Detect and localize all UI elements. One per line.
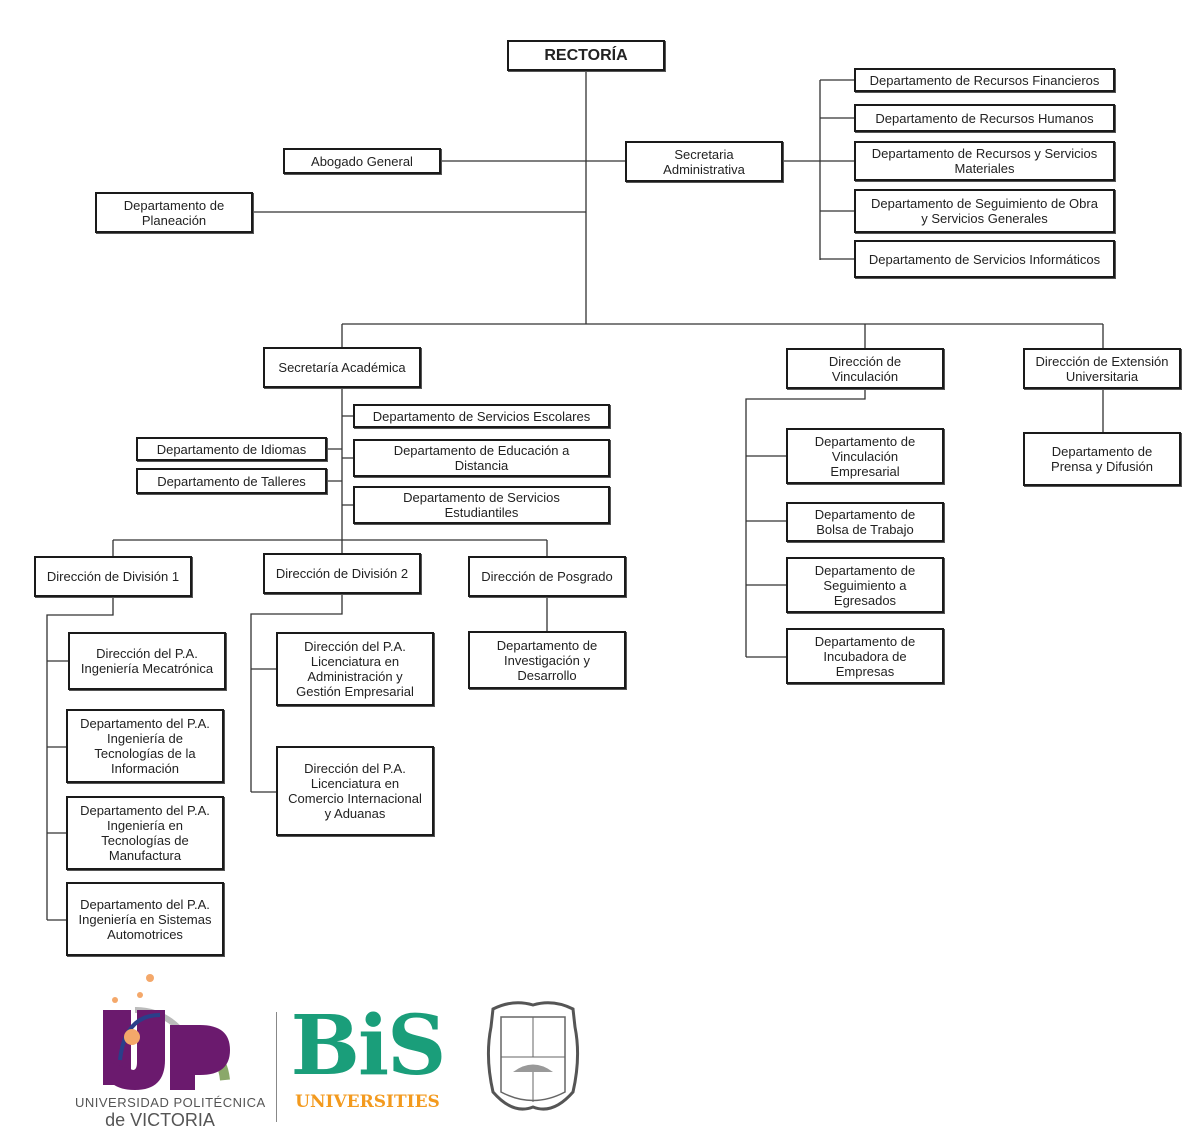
admin-dept-box: Departamento de Recursos Humanos xyxy=(854,104,1115,132)
secretaria-academica-box: Secretaría Académica xyxy=(263,347,421,388)
program-box: Departamento del P.A. Ingeniería en Tecn… xyxy=(66,796,224,870)
vinc-dept-box: Departamento de Seguimiento a Egresados xyxy=(786,557,944,613)
program-box: Dirección del P.A. Licenciatura en Comer… xyxy=(276,746,434,836)
bis-subtitle: UNIVERSITIES xyxy=(295,1092,440,1112)
program-box: Dirección del P.A. Licenciatura en Admin… xyxy=(276,632,434,706)
program-box: Departamento del P.A. Ingeniería en Sist… xyxy=(66,882,224,956)
rectoria-box: RECTORÍA xyxy=(507,40,665,71)
division-2-box: Dirección de División 2 xyxy=(263,553,421,594)
acad-dept-box: Departamento de Talleres xyxy=(136,468,327,494)
logo-divider xyxy=(276,1012,277,1122)
bis-text: BiS xyxy=(290,998,447,1094)
vinc-dept-box: Departamento de Bolsa de Trabajo xyxy=(786,502,944,542)
division-1-box: Dirección de División 1 xyxy=(34,556,192,597)
admin-dept-box: Departamento de Recursos Financieros xyxy=(854,68,1115,92)
vinc-dept-box: Departamento de Incubadora de Empresas xyxy=(786,628,944,684)
bis-logo: BiS UNIVERSITIES xyxy=(290,998,447,1120)
planeacion-box: Departamento de Planeación xyxy=(95,192,253,233)
upv-name: UNIVERSIDAD POLITÉCNICA xyxy=(75,1095,266,1110)
admin-dept-box: Departamento de Servicios Informáticos xyxy=(854,240,1115,278)
admin-dept-box: Departamento de Seguimiento de Obra y Se… xyxy=(854,189,1115,233)
acad-dept-box: Departamento de Idiomas xyxy=(136,437,327,461)
upv-logo: UNIVERSIDAD POLITÉCNICA de VICTORIA xyxy=(75,970,270,1130)
ext-dept-box: Departamento de Prensa y Difusión xyxy=(1023,432,1181,486)
program-box: Departamento de Investigación y Desarrol… xyxy=(468,631,626,689)
coat-of-arms-icon xyxy=(486,1001,580,1111)
acad-dept-box: Departamento de Servicios Estudiantiles xyxy=(353,486,610,524)
vinculacion-box: Dirección de Vinculación xyxy=(786,348,944,389)
posgrado-box: Dirección de Posgrado xyxy=(468,556,626,597)
extension-box: Dirección de Extensión Universitaria xyxy=(1023,348,1181,389)
program-box: Departamento del P.A. Ingeniería de Tecn… xyxy=(66,709,224,783)
admin-dept-box: Departamento de Recursos y Servicios Mat… xyxy=(854,141,1115,181)
acad-dept-box: Departamento de Servicios Escolares xyxy=(353,404,610,428)
secretaria-administrativa-box: Secretaria Administrativa xyxy=(625,141,783,182)
tamaulipas-coat-of-arms xyxy=(483,997,583,1115)
program-box: Dirección del P.A. Ingeniería Mecatrónic… xyxy=(68,632,226,690)
abogado-general-box: Abogado General xyxy=(283,148,441,174)
acad-dept-box: Departamento de Educación a Distancia xyxy=(353,439,610,477)
upv-emblem-icon xyxy=(103,974,230,1090)
upv-city: de VICTORIA xyxy=(105,1110,215,1130)
vinc-dept-box: Departamento de Vinculación Empresarial xyxy=(786,428,944,484)
